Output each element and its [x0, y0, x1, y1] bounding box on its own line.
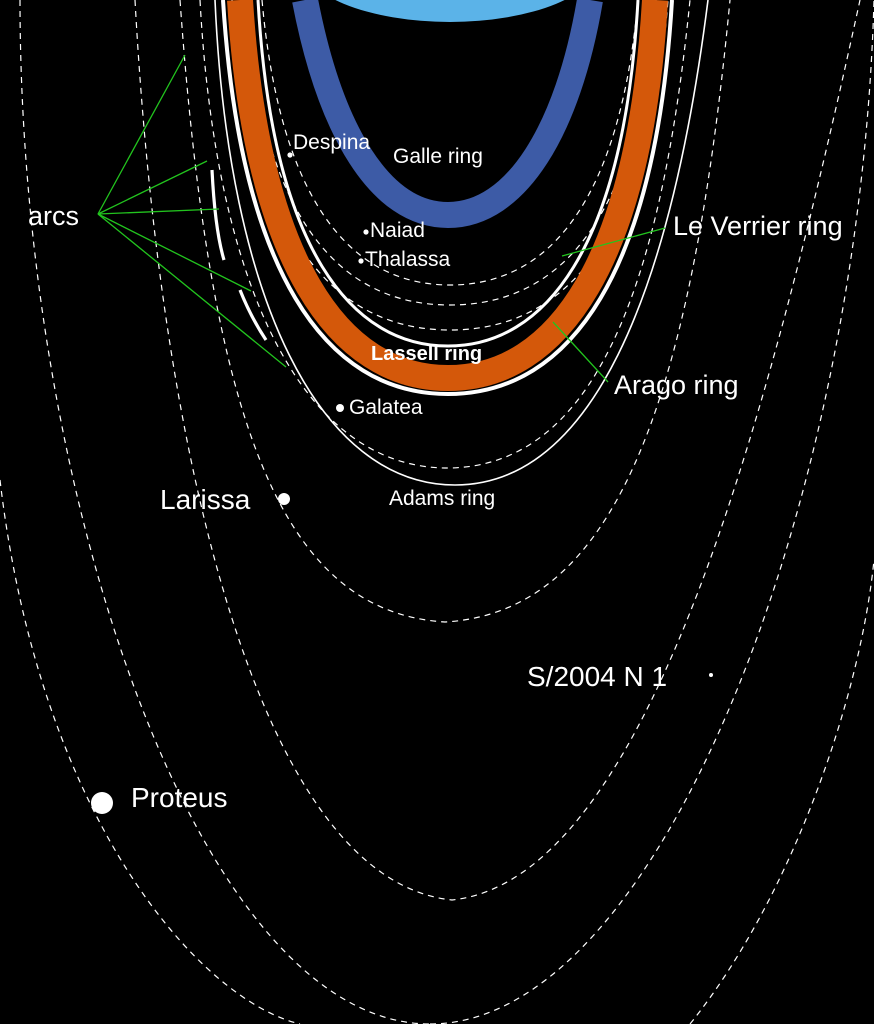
proteus-moon: [91, 792, 113, 814]
proteus-label: Proteus: [131, 782, 228, 813]
larissa-moon: [278, 493, 290, 505]
adams-ring: [214, 0, 709, 486]
s2004n1-label: S/2004 N 1: [527, 661, 667, 692]
galatea-moon: [336, 404, 344, 412]
s2004n1-moon: [709, 673, 713, 677]
thalassa-moon: [358, 258, 364, 264]
arago-leader: [552, 321, 609, 383]
arcs-leader-lines: [97, 54, 287, 368]
lassell-ring-band: [227, 0, 668, 392]
le-verrier-ring: [256, 0, 640, 348]
galle-ring-label: Galle ring: [393, 145, 483, 168]
neptune-planet: [335, 0, 565, 22]
thalassa-label: Thalassa: [365, 248, 451, 271]
galatea-label: Galatea: [349, 396, 423, 419]
naiad-label: Naiad: [370, 219, 425, 242]
adams-ring-arcs: [210, 169, 268, 341]
arcs-label: arcs: [28, 201, 79, 231]
outer-moon-orbit: [179, 0, 731, 623]
galatea-orbit: [199, 0, 691, 469]
arago-ring-label: Arago ring: [614, 370, 739, 400]
adams-ring-label: Adams ring: [389, 487, 495, 510]
larissa-orbit: [134, 0, 861, 901]
lassell-ring-label: Lassell ring: [371, 343, 482, 365]
naiad-moon: [363, 229, 369, 235]
despina-moon: [287, 152, 293, 158]
le-verrier-leader: [561, 227, 666, 257]
le-verrier-ring-label: Le Verrier ring: [673, 211, 843, 241]
s2004n1-orbit: [19, 0, 874, 1024]
larissa-label: Larissa: [160, 484, 251, 515]
despina-orbit: [261, 0, 639, 286]
despina-label: Despina: [293, 131, 370, 154]
arago-ring: [221, 0, 674, 397]
galle-ring-band: [292, 0, 603, 229]
proteus-orbit: [0, 479, 874, 1024]
